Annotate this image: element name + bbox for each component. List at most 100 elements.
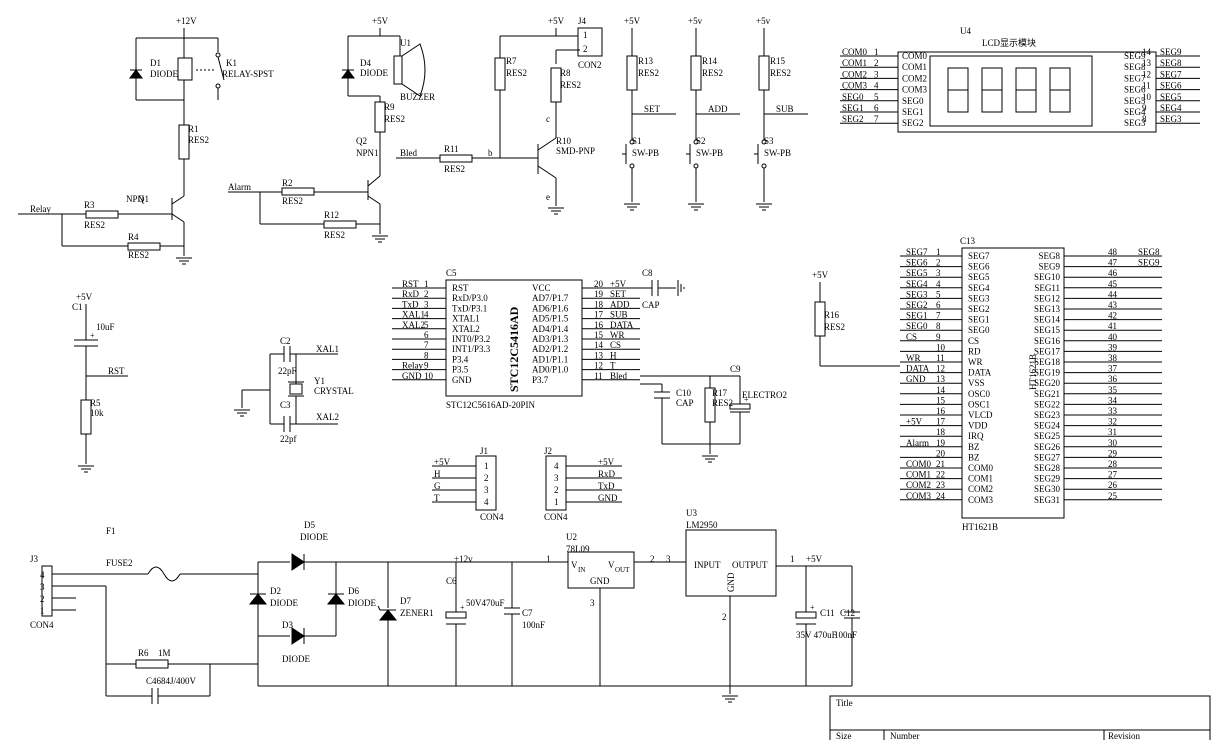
title-label: Title xyxy=(836,698,853,708)
r2-label: R2 xyxy=(282,178,293,188)
j2-pin-number: 2 xyxy=(554,485,559,495)
switch-label: S3 xyxy=(764,136,774,146)
d3-type: DIODE xyxy=(282,654,310,664)
ht1621-net-label: SEG3 xyxy=(906,289,928,299)
xal2-net-label: XAL2 xyxy=(316,412,339,422)
ht1621-pin-name: RD xyxy=(968,346,981,356)
j1-net-label: T xyxy=(434,493,440,503)
c2-label: C2 xyxy=(280,336,291,346)
ht1621-pin-name: SEG25 xyxy=(1034,431,1061,441)
ht1621-pin-number: 48 xyxy=(1108,247,1118,257)
ht1621-pin-number: 36 xyxy=(1108,374,1118,384)
s2-vcc-label: +5v xyxy=(688,16,703,26)
ht1621-net-label: Alarm xyxy=(906,438,929,448)
buzzer-symbol xyxy=(401,43,426,97)
q1-type: NPN xyxy=(126,194,145,204)
u3-part: LM2950 xyxy=(686,520,718,530)
d4-label: D4 xyxy=(360,58,371,68)
c8-value: CAP xyxy=(642,300,660,310)
lcd-pin-name: SEG2 xyxy=(902,118,924,128)
f1-type: FUSE2 xyxy=(106,558,133,568)
u3-label: U3 xyxy=(686,508,697,518)
v12-label: +12V xyxy=(176,16,197,26)
r10-label: R10 xyxy=(556,136,572,146)
mcu-pin-number: 19 xyxy=(594,289,604,299)
ht1621-pin-number: 22 xyxy=(936,470,945,480)
mcu-net-label: TxD xyxy=(402,299,419,309)
u2-pin3: 3 xyxy=(590,598,595,608)
j2-net-label: GND xyxy=(598,493,618,503)
ht1621-pin-name: SEG20 xyxy=(1034,378,1061,388)
ht1621-pin-number: 26 xyxy=(1108,480,1118,490)
mcu-pin-name: P3.7 xyxy=(532,375,549,385)
mcu-pin-name: TxD/P3.1 xyxy=(452,303,487,313)
crystal-circuit: C2 XAL1 22pF Y1 CRYSTAL C3 XAL2 22pf xyxy=(233,336,354,444)
ht1621-pin-number: 9 xyxy=(936,332,941,342)
mcu-net-label: ADD xyxy=(610,299,630,309)
q-collector-label: c xyxy=(546,114,550,124)
switch-resistor-value: RES2 xyxy=(638,68,659,78)
ht1621-pin-number: 14 xyxy=(936,385,946,395)
switch-resistor-label: R13 xyxy=(638,56,654,66)
power-supply: J3 4 3 2 1 CON4 F1 FUSE2 R6 1M C4684J/40… xyxy=(30,508,860,704)
r4-value: RES2 xyxy=(128,250,149,260)
j1-pin-number: 3 xyxy=(484,485,489,495)
lcd-pin-number: 2 xyxy=(874,58,879,68)
lcd-pin-name: SEG3 xyxy=(1124,118,1146,128)
d1-type: DIODE xyxy=(150,69,178,79)
j3-pin2: 2 xyxy=(40,594,45,604)
ht1621-pin-number: 47 xyxy=(1108,258,1118,268)
c3-label: C3 xyxy=(280,400,291,410)
ht1621-pin-name: SEG3 xyxy=(968,293,990,303)
ht1621-pin-number: 12 xyxy=(936,364,945,374)
ht1621-pin-number: 30 xyxy=(1108,438,1118,448)
ht1621-pin-number: 44 xyxy=(1108,289,1118,299)
r16-label: R16 xyxy=(824,310,840,320)
lcd-pin-number: 12 xyxy=(1142,69,1151,79)
c9-value: ELECTRO2 xyxy=(742,390,787,400)
j2-net-label: TxD xyxy=(598,481,615,491)
alarm-net-label: Alarm xyxy=(228,182,251,192)
ht1621-pin-number: 28 xyxy=(1108,459,1118,469)
ht1621-net-label: COM3 xyxy=(906,491,932,501)
u2-label: U2 xyxy=(566,532,577,542)
ht1621-pin-name: BZ xyxy=(968,442,980,452)
u2-pin2: 2 xyxy=(650,554,655,564)
ht1621-part: HT1621B xyxy=(1028,354,1038,390)
lcd-pin-number: 4 xyxy=(874,81,879,91)
j3-connector xyxy=(41,565,53,617)
mcu-pin-number: 14 xyxy=(594,340,604,350)
c7-value: 100nF xyxy=(522,620,545,630)
u2-vin: V xyxy=(571,560,578,570)
lcd-pin-name: SEG8 xyxy=(1124,62,1146,72)
mcu-net-label: Bled xyxy=(610,371,627,381)
mcu-pin-name: AD4/P1.4 xyxy=(532,324,569,334)
mcu-pin-number: 4 xyxy=(424,310,429,320)
ht1621-pin-number: 3 xyxy=(936,268,941,278)
relay-net-label: Relay xyxy=(30,204,51,214)
ht1621-pin-name: SEG22 xyxy=(1034,399,1060,409)
r3-resistor xyxy=(85,210,119,219)
lcd-pin-name: SEG7 xyxy=(1124,73,1146,83)
backlight-driver: +5V J4 1 2 CON2 R7 RES2 R8 RES2 c Bled R… xyxy=(396,16,603,215)
lcd-net-label: COM3 xyxy=(842,81,868,91)
u3-gnd: GND xyxy=(726,572,736,592)
r10-type: SMD-PNP xyxy=(556,146,595,156)
c8-label: C8 xyxy=(642,268,653,278)
ht1621-pin-number: 35 xyxy=(1108,385,1118,395)
switch-2: R14 RES2 ADD S2 SW-PB xyxy=(686,28,740,211)
ht1621-pin-name: BZ xyxy=(968,452,980,462)
mcu-pin-name: P3.5 xyxy=(452,365,469,375)
c1-label: C1 xyxy=(72,302,83,312)
ht1621-net-label: SEG1 xyxy=(906,311,928,321)
revision-label: Revision xyxy=(1108,731,1141,740)
r4-label: R4 xyxy=(128,232,139,242)
lcd-pin-number: 14 xyxy=(1142,47,1152,57)
j1-pin-number: 1 xyxy=(484,461,489,471)
ht1621-pin-name: COM2 xyxy=(968,484,993,494)
lcd-net-label: SEG5 xyxy=(1160,92,1182,102)
ht1621-pin-number: 27 xyxy=(1108,470,1118,480)
